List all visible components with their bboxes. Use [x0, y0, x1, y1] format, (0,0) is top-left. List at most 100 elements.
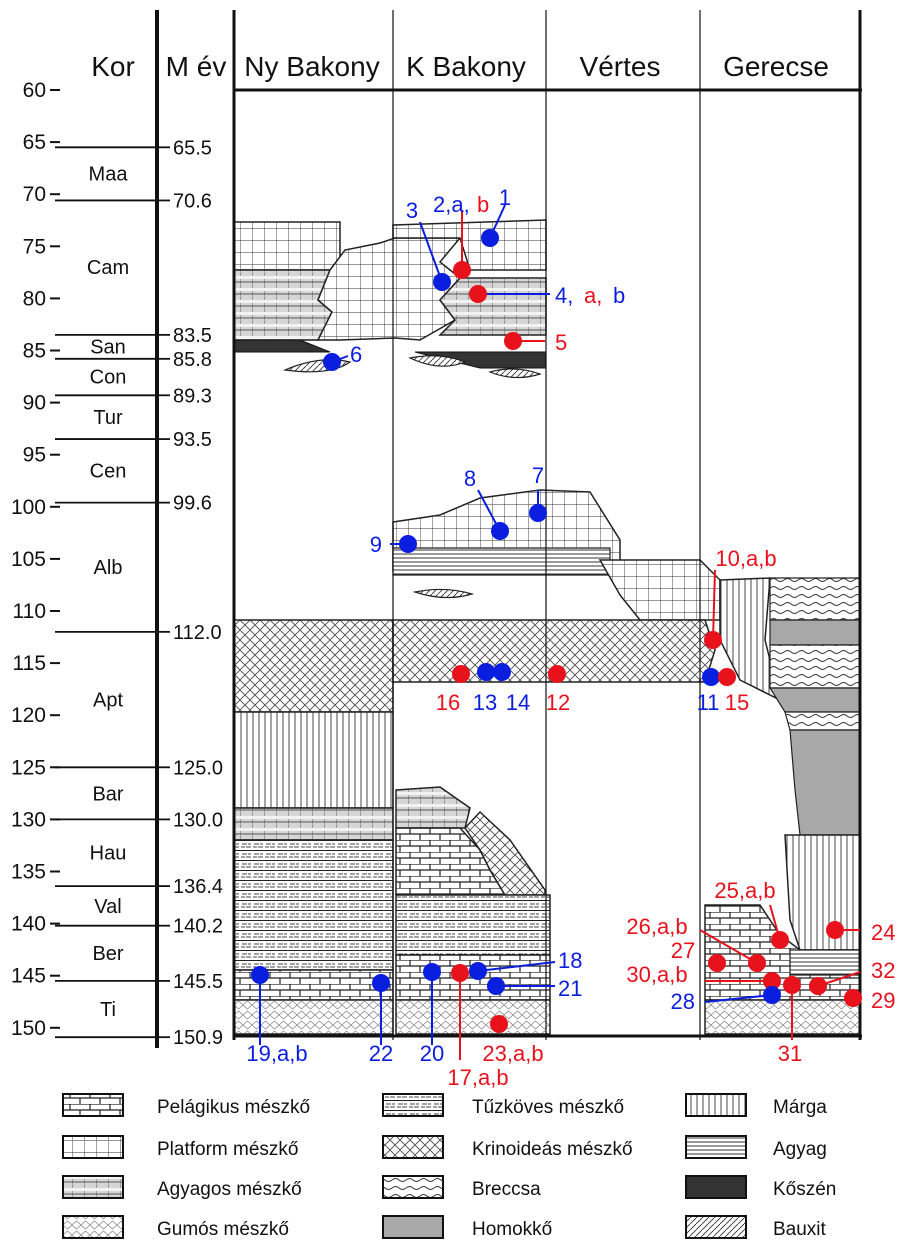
sample-label: 8 — [464, 466, 476, 491]
stage-label: Tur — [93, 407, 123, 429]
gerecse-sand-2 — [768, 687, 861, 713]
sample-label: 12 — [546, 690, 570, 715]
kb-bauxite-lens-1 — [408, 355, 467, 367]
sample-dot — [490, 1015, 508, 1033]
legend-swatch-cherty — [382, 1093, 444, 1117]
gerecse-nodular — [704, 999, 861, 1035]
nyb-coal-band — [233, 339, 331, 353]
sample-label: 27 — [671, 938, 695, 963]
legend-swatch-crinoid — [382, 1135, 444, 1159]
legend-swatch-breccia — [382, 1175, 444, 1199]
sample-dot — [423, 963, 441, 981]
sample-dot — [372, 974, 390, 992]
kb-argil-lower — [395, 786, 471, 829]
sample-dot — [399, 535, 417, 553]
gerecse-breccia-1 — [769, 577, 861, 621]
sample-dot — [453, 261, 471, 279]
axis-tick-label: 85 — [23, 340, 46, 363]
sample-label: 18 — [558, 948, 582, 973]
sample-dot — [451, 964, 469, 982]
sample-label: 26,a,b — [626, 914, 687, 939]
header-kor: Kor — [91, 51, 135, 82]
age-label: 70.6 — [173, 190, 212, 212]
age-axis: 6065707580859095100105110115120125130135… — [11, 79, 60, 1040]
sample-label: 25,a,b — [714, 878, 775, 903]
sample-dot — [809, 977, 827, 995]
age-label: 85.8 — [173, 349, 212, 371]
legend-swatch-sand — [382, 1215, 444, 1239]
stage-label: Bar — [92, 783, 123, 805]
gerecse-sand-3 — [789, 729, 861, 836]
sample-dot — [529, 504, 547, 522]
age-label: 136.4 — [173, 876, 223, 898]
axis-tick-label: 150 — [11, 1017, 46, 1040]
stage-label: Ber — [92, 943, 123, 965]
sample-dot — [718, 668, 736, 686]
axis-tick-label: 90 — [23, 392, 46, 415]
legend-swatch-coal — [685, 1175, 747, 1199]
axis-tick-label: 140 — [11, 913, 46, 936]
age-label: 83.5 — [173, 325, 212, 347]
legend-swatch-clay — [685, 1135, 747, 1159]
gerecse-marl-lower — [784, 834, 861, 951]
sample-label: 32 — [871, 958, 895, 983]
sample-dot — [748, 954, 766, 972]
nyb-nodular — [233, 999, 394, 1035]
gerecse-clay-lower — [789, 949, 861, 976]
vertes-platform-wedge — [598, 559, 721, 621]
sample-dot — [708, 954, 726, 972]
sample-dot — [481, 229, 499, 247]
axis-tick-label: 60 — [23, 79, 46, 102]
sample-dot — [491, 522, 509, 540]
legend-label: Kőszén — [773, 1179, 836, 1200]
sample-dot — [504, 332, 522, 350]
axis-tick-label: 125 — [11, 756, 46, 779]
sample-label: 29 — [871, 988, 895, 1013]
gerecse-breccia-3 — [784, 711, 861, 731]
age-label: 145.5 — [173, 971, 223, 993]
header-gerecse: Gerecse — [723, 51, 829, 82]
age-label: 65.5 — [173, 137, 212, 159]
axis-tick-label: 75 — [23, 235, 46, 258]
sample-label: 17,a,b — [447, 1065, 508, 1090]
sample-label: 9 — [370, 532, 382, 557]
crinoid-band-nyb — [233, 619, 394, 713]
legend-label: Homokkő — [472, 1219, 552, 1240]
sample-label: 20 — [420, 1041, 444, 1066]
stage-label: Cen — [90, 460, 127, 482]
sample-label: 1 — [499, 185, 511, 210]
sample-dot — [487, 977, 505, 995]
axis-tick-label: 65 — [23, 131, 46, 154]
sample-dots — [251, 229, 862, 1033]
age-label: 150.9 — [173, 1027, 223, 1049]
legend-label: Márga — [773, 1097, 827, 1118]
nyb-platform-upper — [233, 221, 341, 271]
kb-nodular — [395, 999, 551, 1035]
sample-dot — [704, 631, 722, 649]
axis-tick-label: 70 — [23, 183, 46, 206]
sample-label: 10,a,b — [715, 546, 776, 571]
legend-label: Agyagos mészkő — [157, 1179, 302, 1200]
sample-dot — [763, 972, 781, 990]
sample-label: 24 — [871, 920, 895, 945]
legend-label: Tűzköves mészkő — [472, 1097, 624, 1118]
sample-dot — [469, 285, 487, 303]
sample-label: 5 — [555, 330, 567, 355]
boundary-ages: 65.570.683.585.889.393.599.6112.0125.013… — [55, 137, 223, 1049]
legend-swatch-marl — [685, 1093, 747, 1117]
sample-label: 21 — [558, 976, 582, 1001]
axis-tick-label: 100 — [11, 496, 46, 519]
sample-dot — [763, 986, 781, 1004]
sample-label: 23,a,b — [482, 1041, 543, 1066]
stage-label: San — [90, 336, 126, 358]
leader-lines — [259, 204, 861, 1060]
axis-tick-label: 95 — [23, 444, 46, 467]
nyb-argil-upper — [233, 269, 333, 341]
gerecse-sand-1 — [769, 619, 861, 646]
axis-tick-label: 110 — [13, 600, 46, 623]
sample-dot — [783, 976, 801, 994]
axis-tick-label: 120 — [11, 704, 46, 727]
